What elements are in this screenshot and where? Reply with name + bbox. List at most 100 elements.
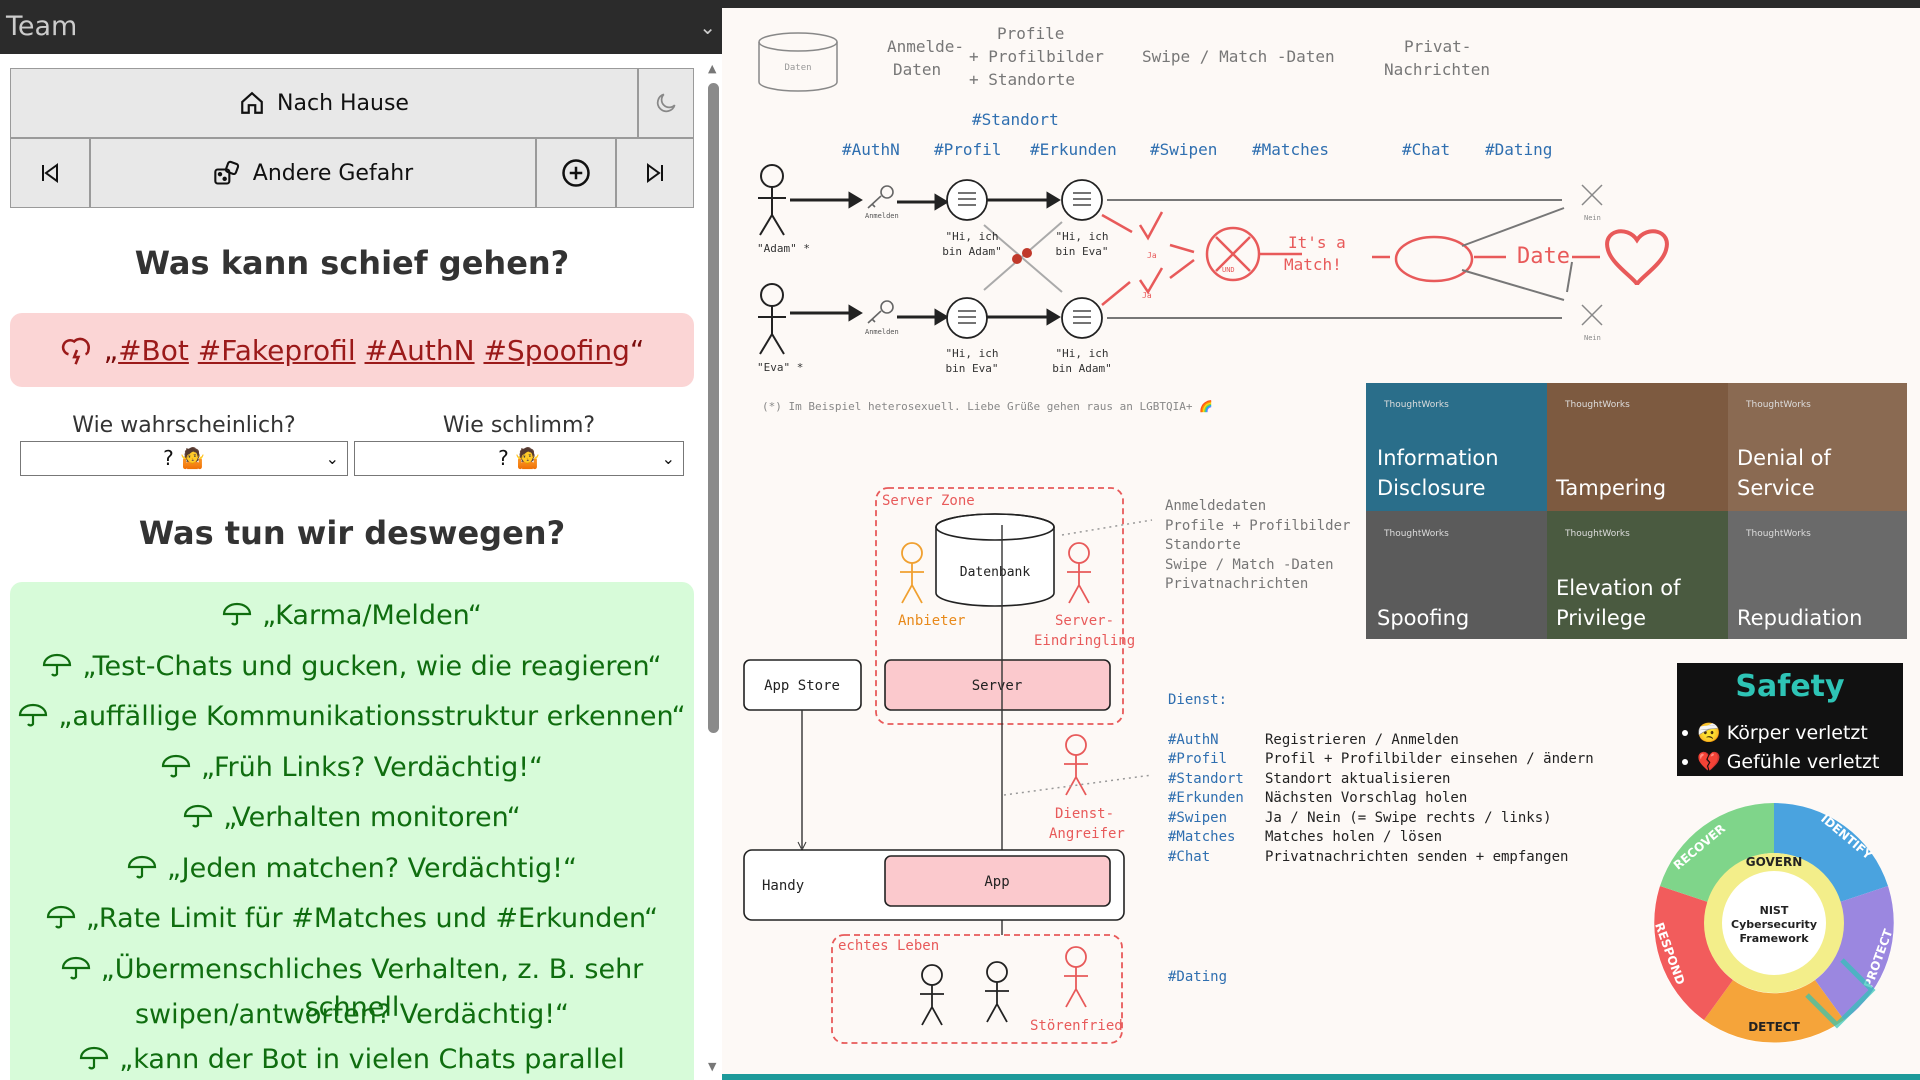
team-select[interactable]: Team ⌄ (0, 0, 722, 54)
home-icon (241, 91, 263, 114)
stride-tile-image (1728, 383, 1907, 511)
scrollbar-thumb[interactable] (708, 83, 719, 733)
server-box (884, 659, 1111, 711)
app-store-label: App Store (764, 678, 840, 694)
scroll-up-icon[interactable]: ▲ (708, 62, 717, 75)
dienst-tag: #Erkunden (1168, 790, 1244, 806)
home-button[interactable]: Nach Hause (10, 68, 638, 138)
data-list-item: Profile + Profilbilder (1165, 518, 1350, 534)
server-eindringling-icon (1067, 542, 1091, 604)
mitigation-item: „Jeden matchen? Verdächtig!“ (10, 850, 694, 888)
stride-tile-image (1728, 511, 1907, 639)
umbrella-icon (127, 855, 157, 879)
umbrella-icon (19, 703, 48, 727)
architecture-diagram: Daten Anmelde-Daten Profile+ Profilbilde… (722, 0, 1920, 1080)
plus-circle-icon (562, 159, 590, 187)
footnote: (*) Im Beispiel heterosexuell. Liebe Grü… (762, 399, 1213, 413)
stride-repudiation: Repudiation (1737, 606, 1862, 630)
dienst-tag: #AuthN (1168, 732, 1219, 748)
date-label: Date (1517, 244, 1570, 269)
ja-label: Ja (1147, 251, 1157, 260)
person-icon (920, 961, 1009, 1026)
stride-spoofing: Spoofing (1377, 606, 1469, 630)
server-zone-label: Server Zone (882, 493, 975, 509)
threat-tag-link[interactable]: #Bot (118, 333, 189, 367)
last-button[interactable] (616, 138, 694, 208)
threat-tag-link[interactable]: #Fakeprofil (197, 333, 356, 367)
dienst-title: Dienst: (1168, 692, 1227, 708)
nist-detect: DETECT (1748, 1020, 1800, 1034)
add-button[interactable] (536, 138, 616, 208)
umbrella-icon (161, 754, 191, 778)
mitigation-item: „Früh Links? Verdächtig!“ (10, 749, 694, 787)
safety-item: 🤕 Körper verletzt (1697, 722, 1868, 744)
mitigation-item: „Verhalten monitoren“ (10, 799, 694, 837)
umbrella-icon (184, 804, 213, 828)
tag-profil: #Profil (934, 140, 1001, 159)
threat-tag-link[interactable]: #Spoofing (483, 333, 630, 367)
theme-toggle-button[interactable] (638, 68, 694, 138)
data-list-item: Swipe / Match -Daten (1165, 557, 1334, 573)
stride-brand: ThoughtWorks (1383, 400, 1449, 410)
tag-erkunden: #Erkunden (1030, 140, 1117, 159)
person-adam-label: "Adam" * (757, 242, 810, 255)
person-eva-label: "Eva" * (757, 361, 803, 374)
threat-open-quote: „ (103, 333, 119, 367)
moon-icon (656, 93, 676, 113)
tag-matches: #Matches (1252, 140, 1329, 159)
app-label: App (984, 874, 1009, 890)
chevron-down-icon: ⌄ (661, 449, 675, 468)
mitigation-item: „Karma/Melden“ (10, 597, 694, 635)
stride-grid: ThoughtWorks ThoughtWorks ThoughtWorks T… (1366, 383, 1907, 639)
severity-value: ? 🤷 (498, 446, 540, 470)
severity-select[interactable]: ? 🤷 ⌄ (354, 441, 684, 476)
threat-close-quote: “ (629, 333, 645, 367)
scroll-down-icon[interactable]: ▼ (708, 1060, 717, 1073)
app-box (884, 855, 1111, 907)
server-eindringling-label: Server-Eindringling (1034, 613, 1135, 649)
top-label-anmeldedaten: Anmelde-Daten (887, 37, 964, 79)
mitigation-item: „Test-Chats und gucken, wie die reagiere… (10, 648, 694, 686)
question-what-do-we-do: Was tun wir deswegen? (138, 514, 566, 552)
other-threat-button[interactable]: Andere Gefahr (90, 138, 536, 208)
top-label-swipe: Swipe / Match -Daten (1142, 47, 1335, 66)
stoerenfried-icon (1064, 946, 1088, 1008)
stride-brand: ThoughtWorks (1745, 400, 1811, 410)
severity-label: Wie schlimm? (442, 413, 596, 438)
chevron-down-icon: ⌄ (325, 449, 339, 468)
data-list-item: Privatnachrichten (1165, 576, 1308, 592)
db-small-label: Daten (784, 63, 811, 73)
nein-icon (1581, 184, 1603, 326)
dienst-desc: Matches holen / lösen (1265, 829, 1442, 845)
nist-govern: GOVERN (1746, 855, 1803, 869)
dienst-tag: #Standort (1168, 771, 1244, 787)
threat-tag-link[interactable]: #AuthN (364, 333, 475, 367)
stride-brand: ThoughtWorks (1745, 529, 1811, 539)
mitigation-item: „kann der Bot in vielen Chats parallel (10, 1041, 694, 1079)
stride-tile-image (1366, 383, 1547, 511)
mitigation-item: „Übermenschliches Verhalten, z. B. sehr … (10, 951, 694, 1027)
first-button[interactable] (10, 138, 90, 208)
likelihood-select[interactable]: ? 🤷 ⌄ (20, 441, 348, 476)
tag-dating: #Dating (1485, 140, 1552, 159)
umbrella-icon (80, 1046, 109, 1070)
database-icon (758, 32, 838, 92)
server-label: Server (972, 678, 1023, 694)
stride-brand: ThoughtWorks (1564, 400, 1630, 410)
tag-standort: #Standort (972, 110, 1059, 129)
top-label-profile: Profile+ Profilbilder+ Standorte (969, 24, 1104, 89)
und-label: UND (1222, 266, 1235, 274)
nein-label: Nein (1584, 214, 1601, 222)
likelihood-label: Wie wahrscheinlich? (72, 413, 296, 438)
stride-brand: ThoughtWorks (1383, 529, 1449, 539)
dienst-angreifer-icon (1064, 734, 1088, 796)
datenbank-label: Datenbank (960, 565, 1031, 580)
